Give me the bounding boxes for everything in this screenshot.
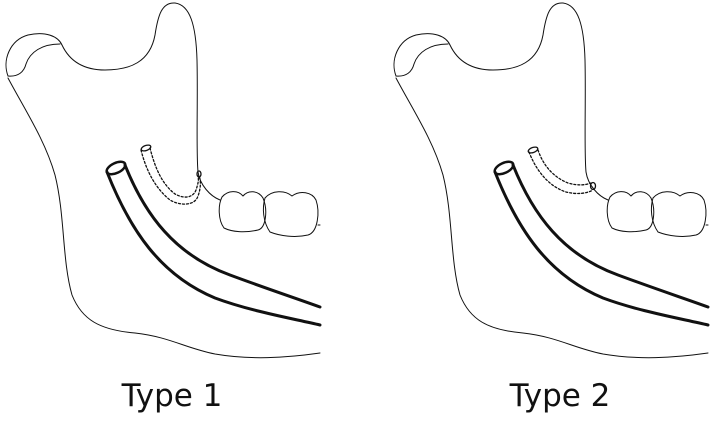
retromolar-canal [140,147,202,205]
panel-type-1 [5,2,322,359]
canal-opening [493,160,515,176]
inferior-alveolar-canal [105,163,322,327]
inferior-alveolar-canal [493,163,710,327]
panel-type-2 [393,2,710,359]
retromolar-canal [528,149,594,195]
type-1-label: Type 1 [121,378,223,414]
canal-opening [105,160,127,176]
type-2-label: Type 2 [509,378,611,414]
